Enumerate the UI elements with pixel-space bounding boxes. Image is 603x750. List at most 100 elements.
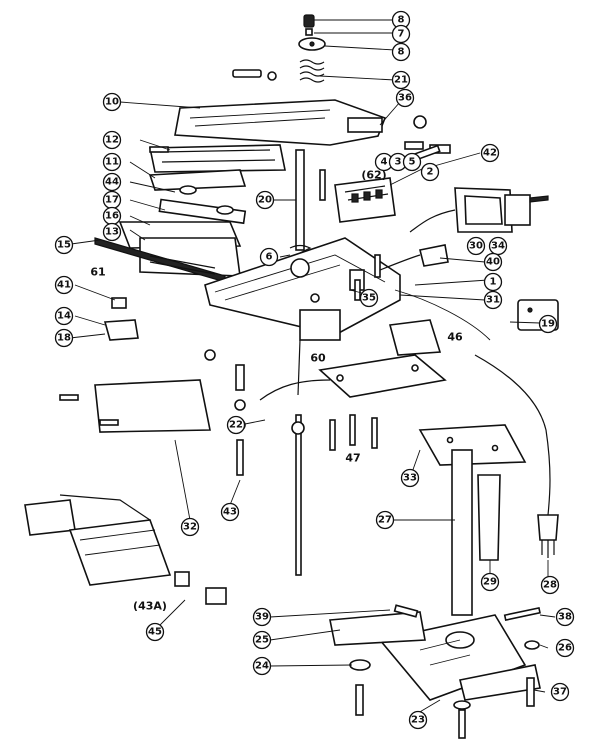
callout-28: 28 bbox=[540, 575, 560, 595]
callout-number: 2 bbox=[427, 167, 434, 178]
callout-number: 6 bbox=[266, 252, 273, 263]
label-60: 60 bbox=[310, 352, 326, 365]
callout-circle bbox=[259, 247, 279, 267]
callout-27: 27 bbox=[375, 510, 395, 530]
callout-circle bbox=[466, 236, 486, 256]
callout-circle bbox=[395, 88, 415, 108]
callout-circle bbox=[252, 656, 272, 676]
callout-number: 30 bbox=[469, 241, 483, 252]
callout-circle bbox=[480, 143, 500, 163]
left-rails bbox=[94, 144, 286, 283]
callout-14: 14 bbox=[54, 306, 74, 326]
callout-number: 22 bbox=[229, 420, 243, 431]
label-43a: (43A) bbox=[133, 600, 167, 613]
callout-number: 4 bbox=[381, 157, 388, 168]
callout-circle bbox=[408, 710, 428, 730]
callout-number: 45 bbox=[148, 627, 162, 638]
leader-lines bbox=[63, 19, 556, 714]
callout-2: 2 bbox=[420, 162, 440, 182]
callout-42: 42 bbox=[480, 143, 500, 163]
callout-circle bbox=[359, 288, 379, 308]
callout-40: 40 bbox=[483, 252, 503, 272]
callout-number: 13 bbox=[105, 227, 119, 238]
callout-circle bbox=[180, 517, 200, 537]
callout-number: 19 bbox=[541, 319, 555, 330]
callout-circle bbox=[550, 682, 570, 702]
callout-21: 21 bbox=[391, 70, 411, 90]
callout-32: 32 bbox=[180, 517, 200, 537]
callout-24: 24 bbox=[252, 656, 272, 676]
callout-31: 31 bbox=[483, 290, 503, 310]
callout-number: 3 bbox=[395, 157, 402, 168]
callout-circle bbox=[538, 314, 558, 334]
callout-circle bbox=[102, 222, 122, 242]
callout-45: 45 bbox=[145, 622, 165, 642]
callout-37: 37 bbox=[550, 682, 570, 702]
plates bbox=[94, 319, 527, 616]
callout-number: 29 bbox=[483, 577, 497, 588]
callout-number: 18 bbox=[57, 333, 71, 344]
callout-22: 22 bbox=[226, 415, 246, 435]
callout-circle bbox=[252, 607, 272, 627]
callout-number: 37 bbox=[553, 687, 567, 698]
callout-number: 39 bbox=[255, 612, 269, 623]
callout-number: 8 bbox=[398, 47, 405, 58]
callout-number: 14 bbox=[57, 311, 71, 322]
callout-circle bbox=[480, 572, 500, 592]
callout-number: 17 bbox=[105, 195, 119, 206]
callout-number: 15 bbox=[57, 240, 71, 251]
callout-circle bbox=[375, 510, 395, 530]
callout-10: 10 bbox=[102, 92, 122, 112]
label-47: 47 bbox=[345, 452, 360, 465]
callout-41: 41 bbox=[54, 275, 74, 295]
callout-13: 13 bbox=[102, 222, 122, 242]
callout-number: 33 bbox=[403, 473, 417, 484]
callout-15: 15 bbox=[54, 235, 74, 255]
callout-circle bbox=[483, 272, 503, 292]
callout-number: 36 bbox=[398, 93, 412, 104]
callout-number: 26 bbox=[558, 643, 572, 654]
callout-number: 27 bbox=[378, 515, 392, 526]
callout-18: 18 bbox=[54, 328, 74, 348]
callout-circle bbox=[54, 306, 74, 326]
callout-8: 8 bbox=[391, 42, 411, 62]
callout-circle bbox=[391, 42, 411, 62]
inset-43a bbox=[24, 494, 227, 605]
top-pivot-assembly bbox=[174, 14, 451, 154]
callout-5: 5 bbox=[402, 152, 422, 172]
callout-number: 11 bbox=[105, 157, 119, 168]
callout-circle bbox=[54, 328, 74, 348]
callout-30: 30 bbox=[466, 236, 486, 256]
callout-number: 8 bbox=[398, 15, 405, 26]
callout-43: 43 bbox=[220, 502, 240, 522]
callout-circle bbox=[391, 70, 411, 90]
callout-number: 38 bbox=[558, 612, 572, 623]
callout-number: 41 bbox=[57, 280, 71, 291]
callout-1: 1 bbox=[483, 272, 503, 292]
callout-number: 44 bbox=[105, 177, 119, 188]
callout-circle bbox=[145, 622, 165, 642]
callout-23: 23 bbox=[408, 710, 428, 730]
callout-33: 33 bbox=[400, 468, 420, 488]
callout-6: 6 bbox=[259, 247, 279, 267]
callout-19: 19 bbox=[538, 314, 558, 334]
callout-circle bbox=[102, 152, 122, 172]
callout-35: 35 bbox=[359, 288, 379, 308]
callout-circle bbox=[220, 502, 240, 522]
callout-circle bbox=[540, 575, 560, 595]
callout-number: 12 bbox=[105, 135, 119, 146]
callout-17: 17 bbox=[102, 190, 122, 210]
callout-number: 21 bbox=[394, 75, 408, 86]
callout-circle bbox=[483, 252, 503, 272]
label-46: 46 bbox=[447, 331, 463, 344]
callout-circle bbox=[391, 24, 411, 44]
callout-circle bbox=[420, 162, 440, 182]
callout-34: 34 bbox=[488, 236, 508, 256]
callout-44: 44 bbox=[102, 172, 122, 192]
callout-number: 31 bbox=[486, 295, 500, 306]
callout-number: 20 bbox=[258, 195, 272, 206]
callout-circle bbox=[400, 468, 420, 488]
callout-26: 26 bbox=[555, 638, 575, 658]
